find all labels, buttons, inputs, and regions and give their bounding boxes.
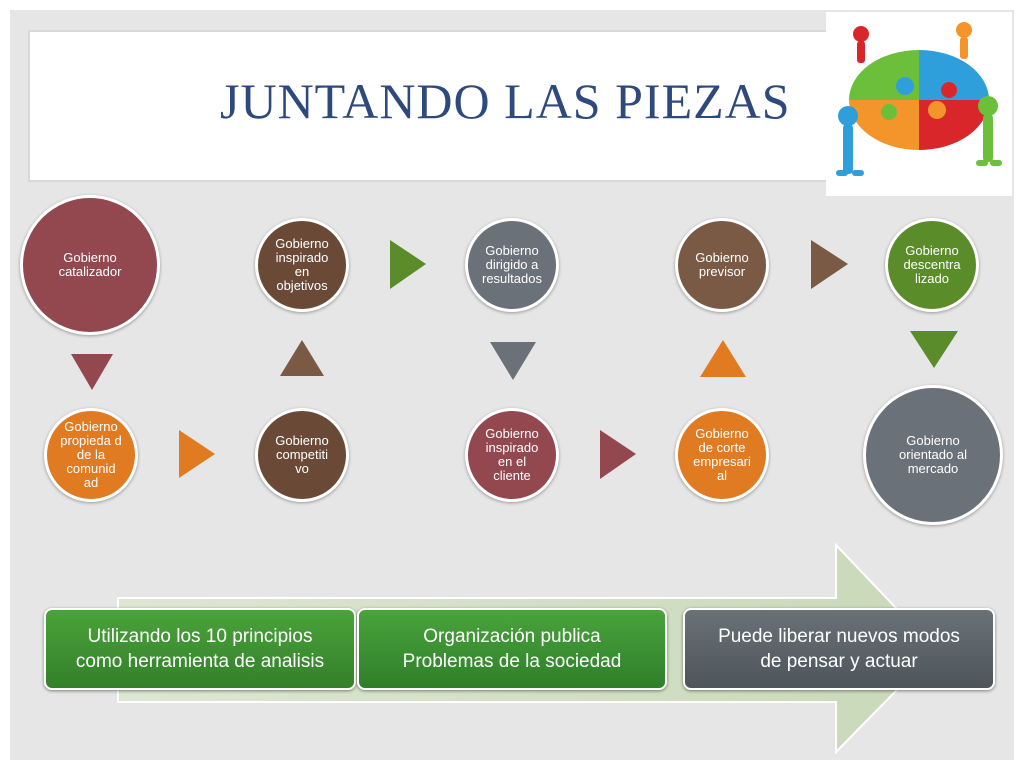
arrow-right-4 <box>811 240 848 289</box>
arrow-down-2 <box>490 342 536 380</box>
slide-title: JUNTANDO LAS PIEZAS <box>220 73 791 129</box>
puzzle-team-icon <box>826 12 1012 196</box>
box-organizacion-line2: Problemas de la sociedad <box>402 651 622 672</box>
box-principios-line2: como herramienta de analisis <box>75 651 325 672</box>
box-principios-line1: Utilizando los 10 principios <box>87 626 313 647</box>
arrow-right-1 <box>179 430 215 478</box>
arrow-up-2 <box>700 340 746 377</box>
node-gobierno-cliente: Gobierno inspirado en el cliente <box>465 408 559 502</box>
box-principios: Utilizando los 10 principios como herram… <box>44 608 356 690</box>
node-gobierno-previsor: Gobierno previsor <box>675 218 769 312</box>
node-gobierno-objetivos: Gobierno inspirado en objetivos <box>255 218 349 312</box>
box-organizacion-line1: Organización publica <box>423 626 601 647</box>
arrow-up-1 <box>280 340 324 376</box>
arrow-right-2 <box>390 240 426 289</box>
arrow-down-3 <box>910 331 958 368</box>
node-gobierno-catalizador: Gobierno catalizador <box>20 195 160 335</box>
box-liberar-line1: Puede liberar nuevos modos <box>718 626 960 647</box>
box-organizacion: Organización publica Problemas de la soc… <box>357 608 667 690</box>
node-gobierno-comunidad: Gobierno propieda d de la comunid ad <box>44 408 138 502</box>
node-gobierno-empresarial: Gobierno de corte empresari al <box>675 408 769 502</box>
title-box <box>30 32 840 180</box>
node-gobierno-mercado: Gobierno orientado al mercado <box>863 385 1003 525</box>
box-liberar-line2: de pensar y actuar <box>760 651 918 672</box>
box-liberar: Puede liberar nuevos modos de pensar y a… <box>683 608 995 690</box>
node-gobierno-competitivo: Gobierno competiti vo <box>255 408 349 502</box>
arrow-right-3 <box>600 430 636 479</box>
node-gobierno-resultados: Gobierno dirigido a resultados <box>465 218 559 312</box>
arrow-down-1 <box>71 354 113 390</box>
node-gobierno-descentralizado: Gobierno descentra lizado <box>885 218 979 312</box>
